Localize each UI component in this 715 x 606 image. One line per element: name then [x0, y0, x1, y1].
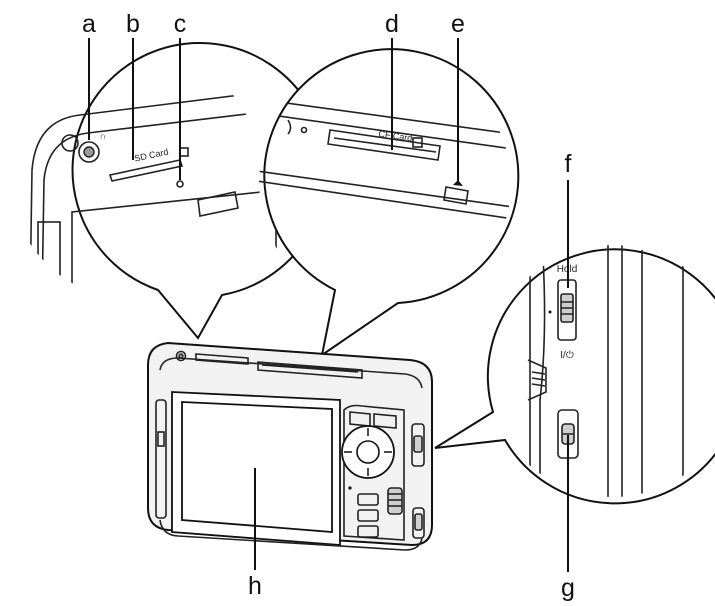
- screen: [181, 401, 333, 533]
- label-c: c: [174, 10, 187, 38]
- callout-middle: CF Card: [259, 48, 520, 358]
- label-d: d: [385, 10, 399, 38]
- power-label: I/⏻: [560, 350, 574, 361]
- callout-left: ∩ SD Card: [29, 42, 328, 340]
- label-a: a: [82, 10, 96, 38]
- cf-slot-label: CF Card: [378, 129, 413, 144]
- label-g: g: [561, 574, 575, 602]
- device-body: [147, 341, 433, 551]
- label-h: h: [248, 572, 262, 600]
- label-f: f: [565, 150, 572, 178]
- callout-right: Hold I/⏻: [434, 245, 715, 505]
- label-b: b: [126, 10, 140, 38]
- headphone-glyph: ∩: [100, 131, 106, 141]
- leader-lines: [88, 38, 569, 572]
- letter-labels: a b c d e f g h: [82, 10, 575, 602]
- label-e: e: [451, 10, 465, 38]
